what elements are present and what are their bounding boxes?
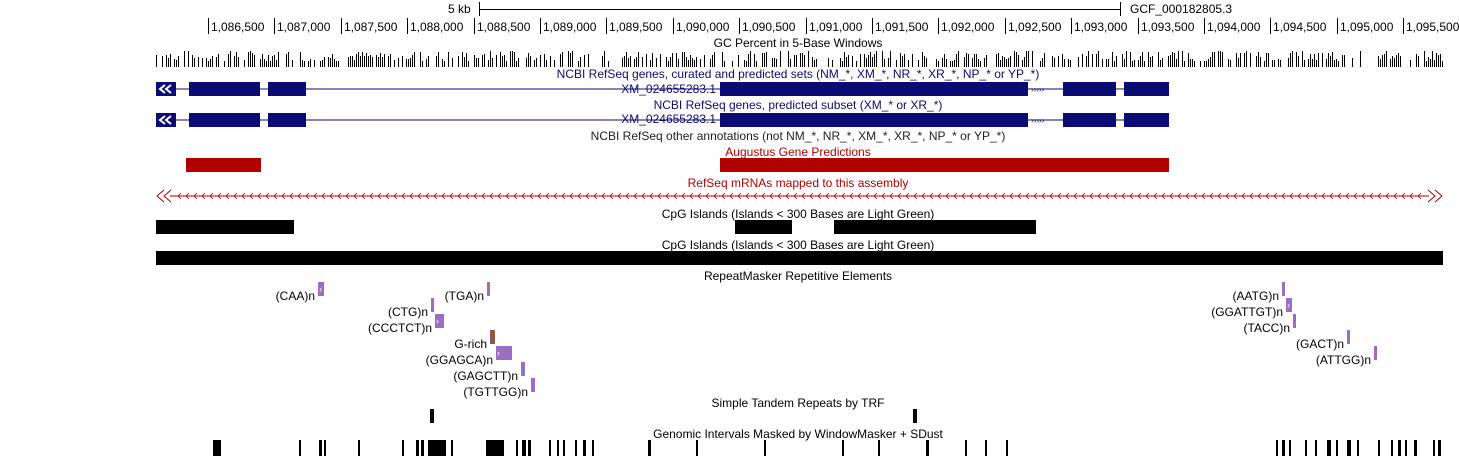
ruler-tick-label: 1,090,000 [676, 20, 730, 34]
ruler-tick-label: 1,089,500 [609, 20, 663, 34]
ruler-tick-label: 1,094,000 [1207, 20, 1261, 34]
repeat-element[interactable] [490, 330, 495, 344]
repeat-element[interactable] [431, 298, 434, 312]
augustus-prediction-1[interactable] [186, 158, 261, 172]
ruler-tick-label: 1,095,000 [1340, 20, 1394, 34]
ruler-tick [606, 18, 607, 34]
windowmasker-title[interactable]: Genomic Intervals Masked by WindowMasker… [653, 427, 943, 441]
repeat-label[interactable]: (ATTGG)n [1315, 353, 1371, 367]
repeat-label[interactable]: G-rich [454, 337, 487, 351]
refseq-curated-gene[interactable]: ››››› [156, 80, 1169, 98]
refseq-other-title[interactable]: NCBI RefSeq other annotations (not NM_*,… [590, 129, 1006, 143]
ruler-tick-label: 1,088,500 [477, 20, 531, 34]
repeat-element[interactable]: › [435, 314, 444, 328]
gc-percent-wiggle[interactable] [156, 50, 1443, 67]
svg-text:›››››: ››››› [1031, 85, 1045, 94]
cpg1-island-3[interactable] [834, 220, 1036, 234]
repeatmasker-title[interactable]: RepeatMasker Repetitive Elements [703, 269, 893, 283]
repeat-label[interactable]: (TACC)n [1243, 321, 1290, 335]
ruler-tick [739, 18, 740, 34]
repeat-element[interactable]: › [318, 282, 324, 296]
cpg1-island-1[interactable] [156, 220, 294, 234]
ruler-tick [673, 18, 674, 34]
ruler-tick-label: 1,090,500 [742, 20, 796, 34]
refseq-predicted-gene-model: ››››› [156, 113, 1169, 127]
repeat-label[interactable]: (GACT)n [1296, 337, 1344, 351]
repeat-element[interactable] [1347, 330, 1350, 344]
ruler-tick [872, 18, 873, 34]
scale-label: 5 kb [448, 2, 471, 16]
refseq-predicted-gene[interactable]: ››››› [156, 111, 1169, 129]
ruler-tick-label: 1,093,500 [1141, 20, 1195, 34]
cpg1-title[interactable]: CpG Islands (Islands < 300 Bases are Lig… [661, 207, 935, 221]
trf-repeat-1[interactable] [430, 409, 434, 423]
repeat-label[interactable]: (TGA)n [444, 289, 484, 303]
windowmasker-intervals[interactable] [0, 440, 1443, 456]
ruler-tick-label: 1,088,000 [410, 20, 464, 34]
trf-repeat-2[interactable] [913, 409, 917, 423]
repeat-label[interactable]: (GGATTGT)n [1211, 305, 1283, 319]
ruler-tick [341, 18, 342, 34]
ruler-tick [540, 18, 541, 34]
repeat-label[interactable]: (GGAGCA)n [425, 353, 493, 367]
ruler-tick-label: 1,094,500 [1273, 20, 1327, 34]
repeat-label[interactable]: (TGTTGG)n [463, 385, 528, 399]
repeat-element[interactable] [487, 282, 490, 296]
refseq-curated-gene-model: ››››› [156, 82, 1169, 96]
scale-bar-right-end [1120, 2, 1121, 16]
scale-bar-left-end [479, 2, 480, 16]
ruler-tick [1204, 18, 1205, 34]
ruler-tick [274, 18, 275, 34]
ruler-tick-label: 1,095,500 [1406, 20, 1459, 34]
ruler-tick-label: 1,091,000 [809, 20, 863, 34]
repeat-element[interactable]: › [496, 346, 512, 360]
repeat-element[interactable]: › [1286, 298, 1292, 312]
ruler-tick-label: 1,087,000 [277, 20, 331, 34]
ruler-tick-label: 1,092,500 [1008, 20, 1062, 34]
augustus-title[interactable]: Augustus Gene Predictions [725, 145, 871, 159]
ruler-tick [1403, 18, 1404, 34]
refseq-curated-title[interactable]: NCBI RefSeq genes, curated and predicted… [556, 67, 1040, 81]
cpg2-island-1[interactable] [156, 251, 1443, 265]
ruler-tick-label: 1,092,000 [941, 20, 995, 34]
refseq-predicted-gene-label[interactable]: XM_024655283.1 [621, 112, 716, 126]
cpg2-title[interactable]: CpG Islands (Islands < 300 Bases are Lig… [661, 238, 935, 252]
repeat-label[interactable]: (CCCTCT)n [368, 321, 432, 335]
ruler-tick [407, 18, 408, 34]
refseq-mrna-alignment[interactable] [156, 189, 1443, 203]
refseq-predicted-title[interactable]: NCBI RefSeq genes, predicted subset (XM_… [653, 98, 943, 112]
ruler-tick [1270, 18, 1271, 34]
ruler-tick-label: 1,086,500 [211, 20, 265, 34]
ruler-tick-label: 1,089,000 [543, 20, 597, 34]
scale-bar [479, 9, 1120, 10]
ruler-tick [474, 18, 475, 34]
augustus-prediction-2[interactable] [720, 158, 1169, 172]
ruler-tick [1138, 18, 1139, 34]
repeat-label[interactable]: (AATG)n [1232, 289, 1279, 303]
svg-text:›››››: ››››› [1031, 116, 1045, 125]
repeat-label[interactable]: (GAGCTT)n [453, 369, 518, 383]
repeat-label[interactable]: (CAA)n [275, 289, 315, 303]
ruler-tick [806, 18, 807, 34]
ruler-tick [208, 18, 209, 34]
ruler-tick [938, 18, 939, 34]
ruler-tick [1071, 18, 1072, 34]
assembly-label: GCF_000182805.3 [1130, 2, 1233, 16]
trf-title[interactable]: Simple Tandem Repeats by TRF [711, 396, 885, 410]
repeat-element[interactable] [1374, 346, 1377, 360]
repeat-element[interactable] [521, 362, 525, 376]
repeat-element[interactable] [1293, 314, 1296, 328]
ruler-tick-label: 1,091,500 [875, 20, 929, 34]
cpg1-island-2[interactable] [735, 220, 792, 234]
repeat-label[interactable]: (CTG)n [388, 305, 428, 319]
repeat-element[interactable] [1282, 282, 1285, 296]
repeat-element[interactable] [531, 378, 535, 392]
ruler-tick-label: 1,087,500 [344, 20, 398, 34]
ruler-tick-label: 1,093,000 [1074, 20, 1128, 34]
ruler-tick [1005, 18, 1006, 34]
gc-track-title[interactable]: GC Percent in 5-Base Windows [713, 36, 883, 50]
ruler-tick [1337, 18, 1338, 34]
refseq-mrna-title[interactable]: RefSeq mRNAs mapped to this assembly [687, 176, 909, 190]
